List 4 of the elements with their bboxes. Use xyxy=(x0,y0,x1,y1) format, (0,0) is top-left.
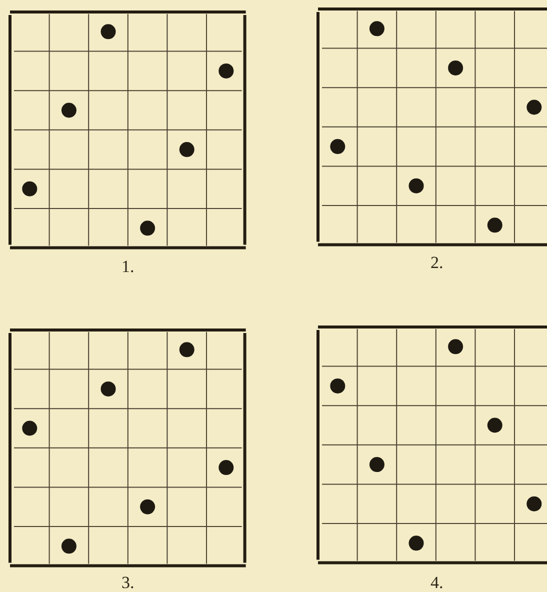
figure-number: 3. xyxy=(122,574,134,592)
figure-number: 2. xyxy=(430,254,444,272)
figure-number: 1. xyxy=(122,258,134,276)
figure-number: 4. xyxy=(430,574,444,592)
